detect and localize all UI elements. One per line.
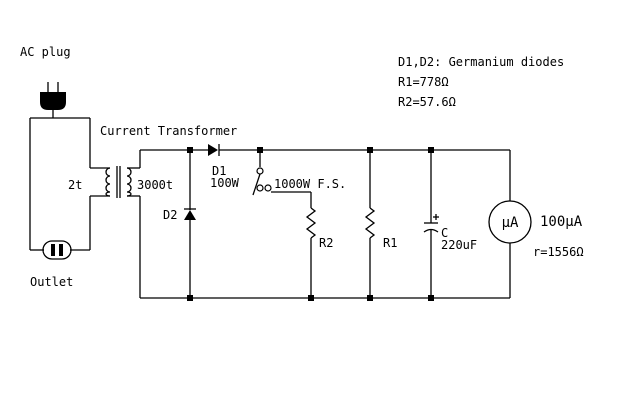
range-high-label: 1000W F.S.	[274, 177, 346, 191]
junction-dots	[187, 147, 434, 301]
outlet-label: Outlet	[30, 275, 73, 289]
capacitor-icon	[423, 214, 439, 233]
diode-icon	[184, 208, 196, 220]
d2-label: D2	[163, 208, 177, 222]
primary-turns: 2t	[68, 178, 82, 192]
c-value: 220uF	[441, 238, 477, 252]
range-low-label: 100W	[210, 176, 240, 190]
r2-label: R2	[319, 236, 333, 250]
transformer-label: Current Transformer	[100, 124, 237, 138]
note-r1-value: R1=778Ω	[398, 75, 449, 89]
d1-label: D1	[212, 164, 226, 178]
ac-plug-icon	[40, 82, 66, 118]
r1-label: R1	[383, 236, 397, 250]
outlet-icon	[30, 240, 90, 260]
note-r2-value: R2=57.6Ω	[398, 95, 456, 109]
resistor-icon	[305, 207, 317, 239]
transformer-icon	[105, 166, 132, 198]
meter-symbol: μA	[502, 215, 519, 231]
secondary-turns: 3000t	[137, 178, 173, 192]
ac-plug-label: AC plug	[20, 45, 71, 59]
note-diodes: D1,D2: Germanium diodes	[398, 55, 564, 69]
meter-resistance: r=1556Ω	[533, 245, 584, 259]
diode-icon	[208, 144, 220, 156]
c-label: C	[441, 226, 448, 240]
switch-icon[interactable]	[252, 167, 272, 196]
microammeter-icon: μA	[488, 200, 532, 244]
meter-range: 100μA	[540, 214, 583, 230]
resistor-icon	[364, 207, 376, 239]
